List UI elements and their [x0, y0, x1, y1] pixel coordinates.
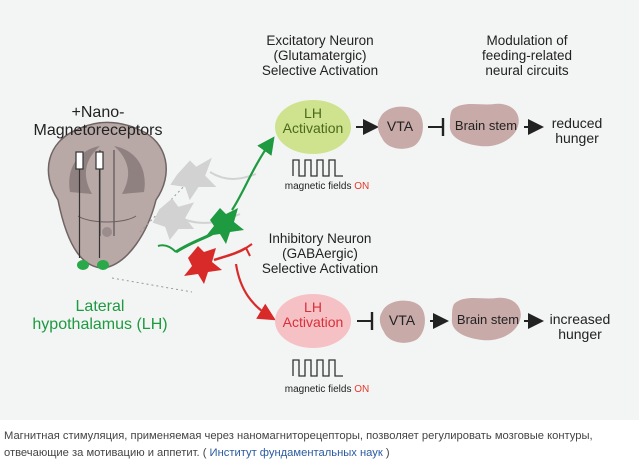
receptor-label-line-1: +Nano-	[71, 104, 125, 121]
field-bottom-prefix: magnetic fields	[284, 384, 352, 395]
magnetic-field-bottom-label: magnetic fields ON	[262, 384, 392, 395]
lh-top-line-1: LH	[304, 105, 322, 121]
vta-bottom-node	[379, 300, 425, 343]
region-label-line-1: Lateral	[75, 298, 125, 315]
brain-section-icon	[47, 121, 167, 269]
outcome-bottom-label: increased hunger	[540, 311, 620, 343]
region-label-line-2: hypothalamus (LH)	[32, 315, 168, 333]
field-top-state: ON	[354, 181, 370, 192]
lh-activation-bottom-label: LH Activation	[275, 299, 351, 331]
inhibitory-neuron-icon	[184, 243, 276, 321]
receptor-label-line-2: Magnetoreceptors	[33, 121, 163, 139]
modulation-title-line-2: feeding-related	[481, 47, 573, 63]
lh-bottom-line-1: LH	[304, 299, 322, 315]
background-neurons-icon	[152, 157, 257, 241]
vta-top-label: VTA	[386, 118, 414, 134]
caption-text: Магнитная стимуляция, применяемая через …	[4, 430, 593, 459]
brain-stem-bottom-label: Brain stem	[456, 312, 520, 327]
modulation-title-line-3: neural circuits	[485, 62, 569, 78]
brain-stem-top-node	[449, 103, 519, 147]
lh-spot-right	[97, 260, 109, 270]
inhibitory-title-line-3: Selective Activation	[261, 260, 379, 276]
excitatory-title-line-2: (Glutamatergic)	[273, 47, 367, 63]
lh-top-line-2: Activation	[282, 120, 344, 137]
inhibitory-title: Inhibitory Neuron (GABAergic) Selective …	[250, 231, 390, 277]
lh-activation-top-label: LH Activation	[275, 105, 351, 137]
outcome-top-line-2: hunger	[555, 130, 599, 147]
outcome-top-label: reduced hunger	[540, 115, 614, 147]
lh-spot-left	[77, 260, 89, 270]
excitatory-title-line-1: Excitatory Neuron	[266, 33, 374, 48]
pulse-train-top-icon	[292, 159, 343, 177]
probe-icon	[75, 151, 104, 258]
brain-stem-top-label: Brain stem	[454, 118, 518, 133]
modulation-title: Modulation of feeding-related neural cir…	[462, 33, 592, 79]
caption-close: )	[382, 447, 390, 459]
diagram-graphics	[47, 100, 544, 377]
excitatory-neuron-icon	[157, 136, 275, 254]
field-bottom-state: ON	[354, 384, 370, 395]
vta-bottom-label: VTA	[388, 312, 416, 328]
pulse-train-bottom-icon	[292, 359, 343, 377]
modulation-title-line-1: Modulation of	[486, 33, 568, 48]
lh-activation-bottom-node	[275, 294, 351, 348]
excitatory-title: Excitatory Neuron (Glutamatergic) Select…	[250, 33, 390, 79]
vta-top-node	[377, 106, 423, 149]
caption-source-link[interactable]: Институт фундаментальных наук	[209, 447, 383, 459]
region-label: Lateral hypothalamus (LH)	[10, 298, 190, 333]
lh-activation-top-node	[275, 100, 351, 154]
receptor-label: +Nano- Magnetoreceptors	[18, 104, 178, 139]
figure-caption: Магнитная стимуляция, применяемая через …	[4, 428, 634, 462]
inhibitory-title-line-2: (GABAergic)	[282, 245, 358, 261]
field-top-prefix: magnetic fields	[284, 181, 352, 192]
inhibitory-title-line-1: Inhibitory Neuron	[268, 231, 372, 246]
outcome-bottom-line-1: increased	[549, 311, 611, 327]
outcome-bottom-line-2: hunger	[558, 326, 602, 343]
magnetic-field-top-label: magnetic fields ON	[262, 181, 392, 192]
outcome-top-line-1: reduced	[551, 115, 603, 131]
brain-stem-bottom-node	[451, 297, 521, 341]
excitatory-title-line-3: Selective Activation	[261, 62, 379, 78]
lh-bottom-line-2: Activation	[282, 314, 344, 331]
diagram-figure: +Nano- Magnetoreceptors Lateral hypothal…	[0, 0, 639, 420]
